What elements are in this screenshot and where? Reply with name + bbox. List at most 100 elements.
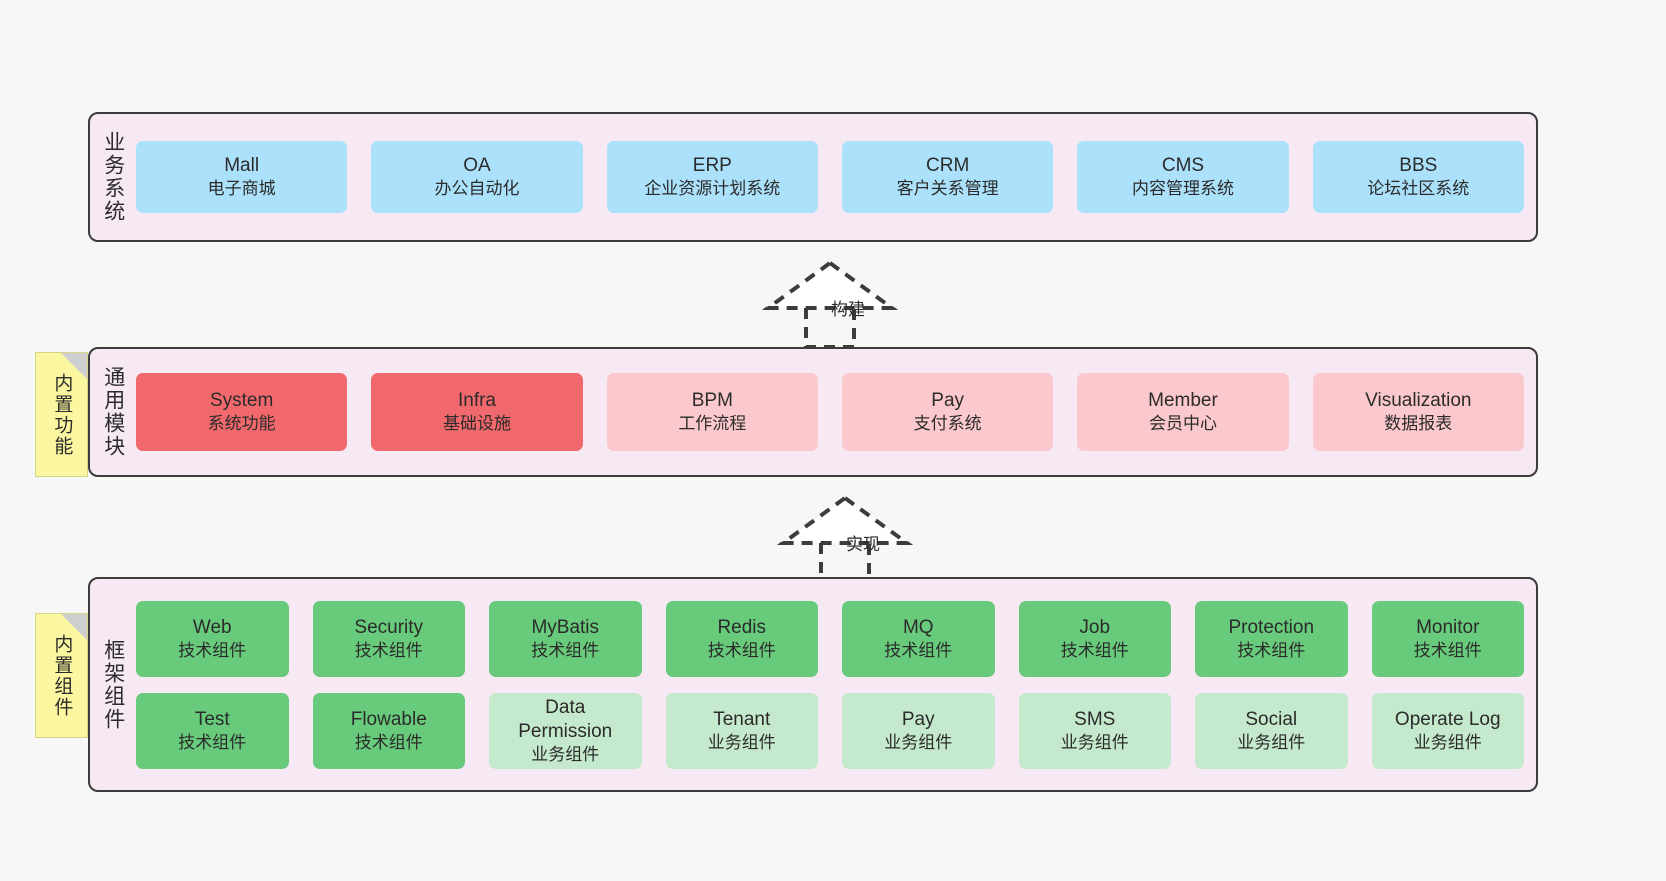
card-title: Web — [192, 616, 232, 638]
card-title: Social — [1245, 708, 1298, 730]
card-test[interactable]: Test 技术组件 — [136, 692, 289, 769]
connector-implement-label: 实现 — [846, 535, 880, 554]
card-subtitle: 技术组件 — [354, 640, 423, 660]
card-subtitle: 技术组件 — [178, 640, 247, 660]
card-pay-component[interactable]: Pay 业务组件 — [842, 692, 995, 769]
card-title: Test — [194, 708, 230, 730]
layer-body-common-module: System 系统功能 Infra 基础设施 BPM 工作流程 Pay 支付系统… — [136, 349, 1536, 475]
card-title: SMS — [1074, 708, 1116, 730]
card-title: Redis — [717, 616, 767, 638]
layer-business-system[interactable]: 业务系统 Mall 电子商城 OA 办公自动化 ERP 企业资源计划系统 CRM — [88, 112, 1538, 242]
card-title-line2: Permission — [518, 720, 613, 742]
card-member[interactable]: Member 会员中心 — [1077, 373, 1289, 451]
card-title: ERP — [692, 155, 732, 177]
card-crm[interactable]: CRM 客户关系管理 — [841, 141, 1054, 213]
card-security[interactable]: Security 技术组件 — [312, 600, 465, 677]
card-system[interactable]: System 系统功能 — [136, 373, 348, 451]
card-subtitle: 内容管理系统 — [1131, 179, 1234, 199]
layer-body-business-system: Mall 电子商城 OA 办公自动化 ERP 企业资源计划系统 CRM 客户关系… — [136, 114, 1536, 240]
card-data-permission[interactable]: Data Permission 业务组件 — [489, 692, 642, 769]
card-tenant[interactable]: Tenant 业务组件 — [665, 692, 818, 769]
card-erp[interactable]: ERP 企业资源计划系统 — [606, 141, 818, 213]
card-title: BBS — [1399, 155, 1438, 177]
common-card-row: System 系统功能 Infra 基础设施 BPM 工作流程 Pay 支付系统… — [136, 373, 1524, 451]
note-fold-corner-icon — [61, 353, 87, 379]
card-subtitle: 工作流程 — [678, 414, 747, 434]
card-title: System — [209, 390, 274, 412]
card-subtitle: 技术组件 — [178, 732, 247, 752]
card-subtitle: 会员中心 — [1148, 414, 1217, 434]
layer-label-framework-component: 框架组件 — [101, 638, 125, 731]
card-title: Security — [354, 616, 424, 638]
card-subtitle: 技术组件 — [1237, 640, 1306, 660]
card-subtitle: 业务组件 — [1237, 732, 1306, 752]
card-title: BPM — [691, 390, 733, 412]
card-subtitle: 业务组件 — [707, 732, 776, 752]
card-subtitle: 业务组件 — [884, 732, 953, 752]
card-title: Mall — [224, 155, 260, 177]
card-title: CMS — [1161, 155, 1205, 177]
card-subtitle: 客户关系管理 — [896, 179, 999, 199]
card-infra[interactable]: Infra 基础设施 — [371, 373, 583, 451]
layer-common-module[interactable]: 通用模块 System 系统功能 Infra 基础设施 BPM 工作流程 Pay — [88, 347, 1538, 477]
card-bbs[interactable]: BBS 论坛社区系统 — [1312, 141, 1524, 213]
card-redis[interactable]: Redis 技术组件 — [665, 600, 818, 677]
card-subtitle: 技术组件 — [1413, 640, 1482, 660]
sticky-note-label: 内置组件 — [51, 633, 73, 718]
card-mall[interactable]: Mall 电子商城 — [136, 141, 348, 213]
card-title: Operate Log — [1394, 708, 1501, 730]
card-subtitle: 论坛社区系统 — [1367, 179, 1470, 199]
connector-build: 构建 — [755, 255, 905, 350]
card-mybatis[interactable]: MyBatis 技术组件 — [489, 600, 642, 677]
card-visualization[interactable]: Visualization 数据报表 — [1312, 373, 1524, 451]
card-title: Job — [1079, 616, 1111, 638]
card-subtitle: 技术组件 — [1060, 640, 1129, 660]
card-sms[interactable]: SMS 业务组件 — [1018, 692, 1171, 769]
card-subtitle: 系统功能 — [207, 414, 276, 434]
layer-body-framework-component: Web 技术组件 Security 技术组件 MyBatis 技术组件 Redi… — [136, 579, 1536, 790]
card-web[interactable]: Web 技术组件 — [136, 600, 289, 677]
connector-implement: 实现 — [770, 490, 920, 585]
card-subtitle: 技术组件 — [354, 732, 423, 752]
layer-label-common-module: 通用模块 — [101, 366, 125, 458]
sticky-note-builtin-feature[interactable]: 内置功能 — [35, 352, 88, 477]
sticky-note-label: 内置功能 — [51, 372, 73, 457]
card-subtitle: 基础设施 — [442, 414, 511, 434]
card-flowable[interactable]: Flowable 技术组件 — [312, 692, 465, 769]
card-title: Flowable — [350, 708, 427, 730]
card-title: CRM — [926, 155, 970, 177]
card-title: OA — [463, 155, 491, 177]
business-card-row: Mall 电子商城 OA 办公自动化 ERP 企业资源计划系统 CRM 客户关系… — [136, 141, 1524, 213]
card-title: Monitor — [1416, 616, 1480, 638]
card-title: Visualization — [1365, 390, 1472, 412]
connector-build-label: 构建 — [831, 300, 865, 319]
card-operate-log[interactable]: Operate Log 业务组件 — [1371, 692, 1524, 769]
card-title: Protection — [1228, 616, 1315, 638]
card-title: Infra — [457, 390, 496, 412]
card-oa[interactable]: OA 办公自动化 — [371, 141, 583, 213]
card-protection[interactable]: Protection 技术组件 — [1195, 600, 1348, 677]
card-bpm[interactable]: BPM 工作流程 — [606, 373, 818, 451]
layer-label-business-system: 业务系统 — [101, 131, 125, 223]
card-subtitle: 办公自动化 — [434, 179, 520, 199]
framework-business-row: Test 技术组件 Flowable 技术组件 Data Permission … — [136, 692, 1524, 769]
card-title: Pay — [931, 390, 965, 412]
card-subtitle: 企业资源计划系统 — [644, 179, 781, 199]
card-subtitle: 技术组件 — [707, 640, 776, 660]
card-subtitle: 技术组件 — [531, 640, 600, 660]
card-subtitle: 技术组件 — [884, 640, 953, 660]
sticky-note-builtin-component[interactable]: 内置组件 — [35, 613, 88, 738]
card-pay-module[interactable]: Pay 支付系统 — [841, 373, 1054, 451]
card-job[interactable]: Job 技术组件 — [1018, 600, 1171, 677]
card-title: Pay — [901, 708, 935, 730]
card-monitor[interactable]: Monitor 技术组件 — [1371, 600, 1524, 677]
card-social[interactable]: Social 业务组件 — [1195, 692, 1348, 769]
card-mq[interactable]: MQ 技术组件 — [842, 600, 995, 677]
card-subtitle: 业务组件 — [531, 744, 600, 764]
framework-tech-row: Web 技术组件 Security 技术组件 MyBatis 技术组件 Redi… — [136, 600, 1524, 677]
card-cms[interactable]: CMS 内容管理系统 — [1077, 141, 1289, 213]
card-subtitle: 业务组件 — [1413, 732, 1482, 752]
layer-framework-component[interactable]: 框架组件 Web 技术组件 Security 技术组件 MyBatis 技术组件… — [88, 577, 1538, 792]
card-subtitle: 支付系统 — [913, 414, 982, 434]
